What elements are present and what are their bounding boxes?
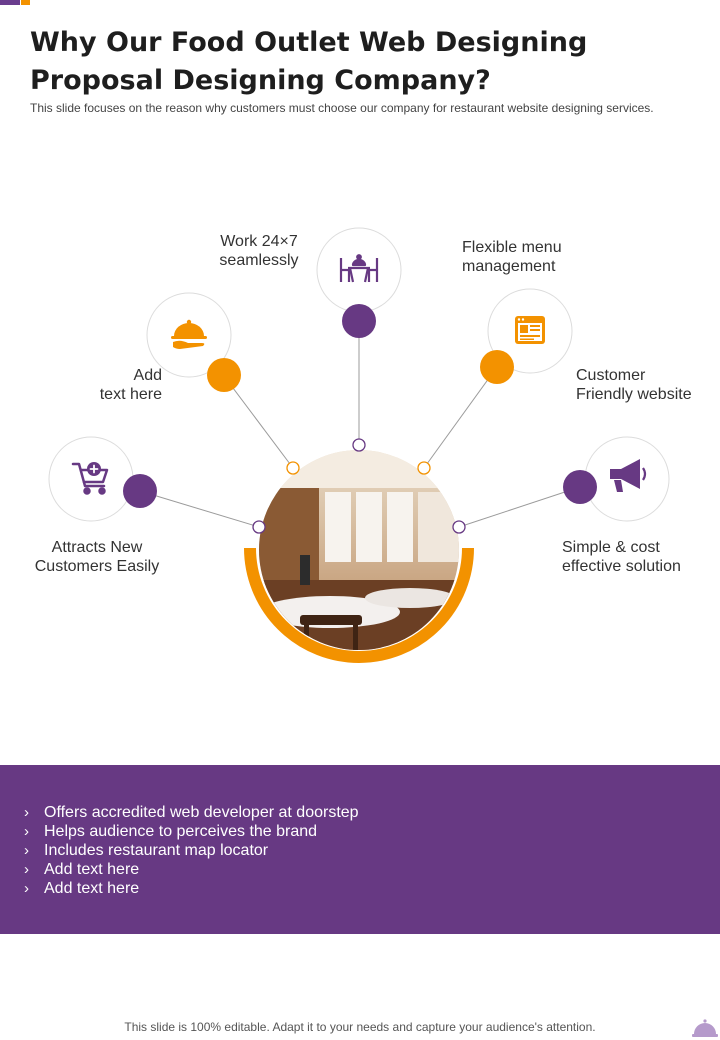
reasons-diagram <box>48 227 670 663</box>
benefits-list: ›Offers accredited web developer at door… <box>24 803 359 898</box>
page-title: Why Our Food Outlet Web Designing Propos… <box>30 27 588 96</box>
footer-note: This slide is 100% editable. Adapt it to… <box>124 1020 596 1034</box>
list-item: ›Add text here <box>24 880 140 897</box>
connector-lines <box>139 321 581 528</box>
list-item: ›Offers accredited web developer at door… <box>24 804 359 821</box>
feature-label-flexible-menu: Flexible menu management <box>462 239 562 275</box>
feature-label-attracts-customers: Attracts New Customers Easily <box>34 539 160 575</box>
chevron-right-icon: › <box>24 823 29 840</box>
benefits-panel: ›Offers accredited web developer at door… <box>0 765 720 934</box>
food-cloche-icon <box>171 319 207 349</box>
megaphone-icon <box>610 459 647 492</box>
list-item: ›Helps audience to perceives the brand <box>24 823 318 840</box>
feature-label-simple-cost: Simple & cost effective solution <box>562 539 681 575</box>
feature-label-work-24x7: Work 24×7 seamlessly <box>219 233 299 269</box>
list-item: ›Includes restaurant map locator <box>24 842 269 859</box>
chevron-right-icon: › <box>24 842 29 859</box>
junction-dots <box>252 438 466 534</box>
corner-accent-purple <box>0 0 20 5</box>
chevron-right-icon: › <box>24 880 29 897</box>
cart-plus-icon <box>71 462 109 495</box>
dining-table-icon <box>339 254 379 283</box>
orange-arc <box>244 547 474 663</box>
corner-accent-orange <box>21 0 30 5</box>
restaurant-photo <box>259 450 459 650</box>
accent-dots <box>123 304 597 508</box>
chevron-right-icon: › <box>24 804 29 821</box>
list-item: ›Add text here <box>24 861 140 878</box>
chevron-right-icon: › <box>24 861 29 878</box>
feature-label-add-text: Add text here <box>99 367 162 403</box>
feature-label-customer-friendly: Customer Friendly website <box>576 367 692 403</box>
page-subtitle: This slide focuses on the reason why cus… <box>30 101 654 115</box>
menu-browser-icon <box>515 316 545 344</box>
food-cloche-icon <box>692 1019 718 1037</box>
